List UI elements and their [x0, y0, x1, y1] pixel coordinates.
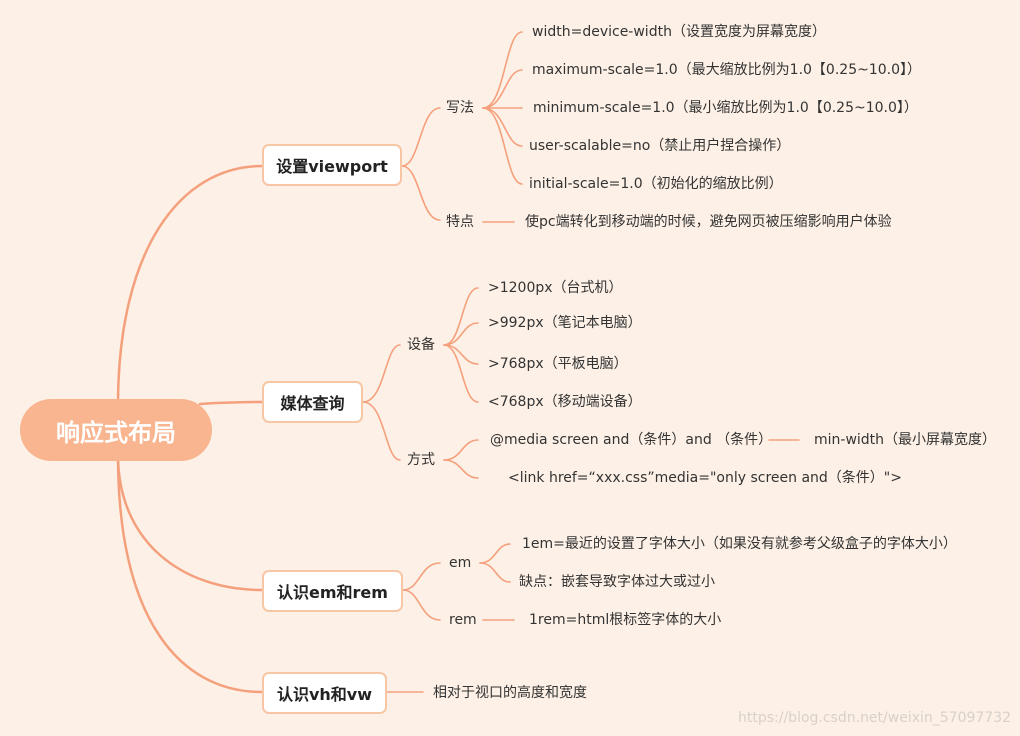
rem-label: rem — [449, 612, 477, 628]
feature-label: 特点 — [446, 214, 474, 230]
method-label: 方式 — [407, 452, 435, 468]
writing-item: initial-scale=1.0（初始化的缩放比例） — [529, 176, 783, 192]
device-item: >1200px（台式机） — [488, 280, 623, 296]
writing-item: user-scalable=no（禁止用户捏合操作） — [529, 138, 791, 154]
writing-item: minimum-scale=1.0（最小缩放比例为1.0【0.25~10.0】） — [533, 100, 918, 116]
node-media-query: 媒体查询 — [262, 381, 363, 423]
writing-item: width=device-width（设置宽度为屏幕宽度） — [532, 24, 826, 40]
rem-text: 1rem=html根标签字体的大小 — [529, 612, 722, 628]
media-query-detail: min-width（最小屏幕宽度） — [814, 432, 997, 448]
device-item: <768px（移动端设备） — [488, 394, 642, 410]
watermark: https://blog.csdn.net/weixin_57097732 — [738, 710, 1012, 726]
root-node: 响应式布局 — [20, 399, 212, 461]
em-item: 1em=最近的设置了字体大小（如果没有就参考父级盒子的字体大小） — [522, 536, 957, 552]
writing-item: maximum-scale=1.0（最大缩放比例为1.0【0.25~10.0】） — [532, 62, 921, 78]
devices-label: 设备 — [407, 337, 435, 353]
device-item: >992px（笔记本电脑） — [488, 315, 642, 331]
writing-label: 写法 — [446, 100, 474, 116]
node-vh-vw: 认识vh和vw — [262, 672, 387, 714]
em-item: 缺点：嵌套导致字体过大或过小 — [519, 574, 715, 590]
link-syntax: <link href=“xxx.css”media="only screen a… — [508, 470, 902, 486]
node-em-rem: 认识em和rem — [262, 570, 403, 612]
media-query-syntax: @media screen and（条件）and （条件） — [490, 432, 773, 448]
node-set-viewport: 设置viewport — [262, 144, 402, 186]
em-label: em — [449, 555, 472, 571]
vh-vw-text: 相对于视口的高度和宽度 — [433, 685, 587, 701]
feature-text: 使pc端转化到移动端的时候，避免网页被压缩影响用户体验 — [525, 214, 892, 230]
device-item: >768px（平板电脑） — [488, 356, 628, 372]
